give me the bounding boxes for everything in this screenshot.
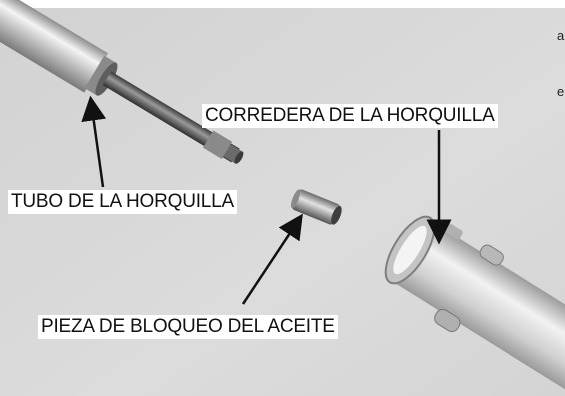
edge-fragment-2: e (557, 84, 565, 99)
damper-rod (102, 71, 244, 164)
edge-fragment-1: a (557, 28, 565, 43)
fork-slider (384, 215, 565, 396)
label-corredera: CORREDERA DE LA HORQUILLA (202, 104, 498, 128)
oil-lock-piece (290, 189, 342, 225)
arrow-tubo (81, 95, 107, 188)
arrow-pieza (241, 213, 303, 305)
label-pieza: PIEZA DE BLOQUEO DEL ACEITE (38, 315, 338, 339)
label-tubo: TUBO DE LA HORQUILLA (8, 190, 238, 214)
